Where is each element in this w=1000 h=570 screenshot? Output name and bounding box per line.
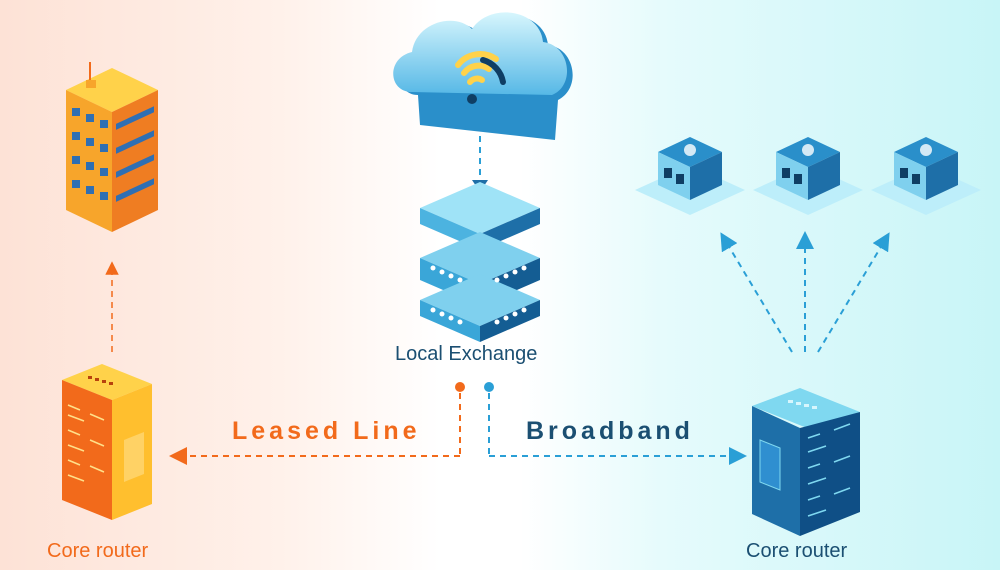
leased-line-dot [455,382,465,392]
shop-building-icon [635,137,745,215]
server-rack-icon [752,388,860,536]
broadband-label: Broadband [526,417,694,445]
server-stack-icon [420,182,540,342]
local-exchange-label: Local Exchange [395,343,538,365]
core-router-right-label: Core router [746,540,848,562]
core-router-left-label: Core router [47,540,149,562]
office-building-icon [66,62,158,232]
server-rack-icon [62,364,152,520]
router-to-shop3-link [817,232,890,353]
router-to-shop1-link [720,232,793,353]
broadband-dot [484,382,494,392]
shop-building-icon [871,137,981,215]
wifi-cloud-icon [393,12,573,140]
leased-line-label: Leased Line [232,417,421,445]
shop-building-icon [753,137,863,215]
